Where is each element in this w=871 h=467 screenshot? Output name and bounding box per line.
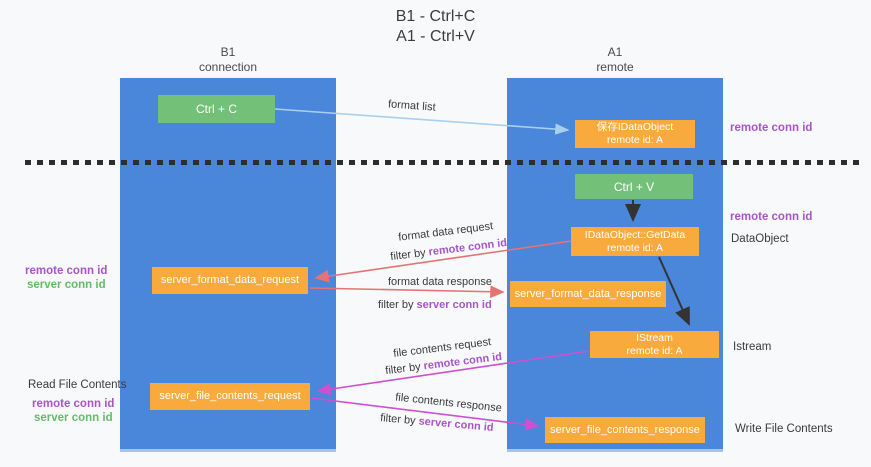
ctrl-c-box: Ctrl + C <box>158 95 275 123</box>
server-format-data-request-label: server_format_data_request <box>160 274 300 286</box>
right-column-header: A1 remote <box>507 45 723 75</box>
getdata-line1: IDataObject::GetData <box>584 228 686 241</box>
server-format-data-request-box: server_format_data_request <box>152 267 308 294</box>
istream-side-label: Istream <box>733 341 772 353</box>
format-data-response-label: format data response <box>388 276 492 288</box>
left-remote-conn-id-bottom-label: remote conn id <box>32 398 115 410</box>
read-file-contents-label: Read File Contents <box>28 379 127 391</box>
server-format-data-response-label: server_format_data_response <box>514 287 662 300</box>
remote-conn-id-text: remote conn id <box>427 236 508 259</box>
left-column-role: connection <box>198 60 258 74</box>
save-dataobject-line1: 保存IDataObject <box>596 121 674 133</box>
filter-by-text: filter by <box>384 360 425 378</box>
title-line-2: A1 - Ctrl+V <box>396 28 475 45</box>
left-remote-conn-id-top-label: remote conn id <box>25 265 108 277</box>
left-column-header: B1 connection <box>120 45 336 75</box>
server-file-contents-response-box: server_file_contents_response <box>545 417 705 443</box>
ctrl-c-label: Ctrl + C <box>195 102 237 116</box>
server-format-data-response-box: server_format_data_response <box>510 281 666 307</box>
ctrl-v-label: Ctrl + V <box>613 179 655 194</box>
write-file-contents-label: Write File Contents <box>735 423 833 435</box>
save-dataobject-box: 保存IDataObject remote id: A <box>575 120 695 148</box>
filter-by-text: filter by <box>379 412 420 428</box>
istream-box: IStream remote id: A <box>590 331 719 358</box>
diagram-title: B1 - Ctrl+C A1 - Ctrl+V <box>0 7 871 47</box>
right-remote-conn-id-top-label: remote conn id <box>730 122 813 134</box>
right-column-role: remote <box>596 60 634 74</box>
server-file-contents-request-label: server_file_contents_request <box>159 390 301 402</box>
left-server-conn-id-top-label: server conn id <box>27 279 106 291</box>
format-data-response-filter-label: filter by server conn id <box>378 299 492 311</box>
format-list-label: format list <box>387 98 437 114</box>
filter-by-text: filter by <box>378 299 417 311</box>
file-contents-response-filter-label: filter by server conn id <box>380 412 494 434</box>
dataobject-label: DataObject <box>731 233 789 245</box>
title-line-1: B1 - Ctrl+C <box>395 8 476 25</box>
server-file-contents-request-box: server_file_contents_request <box>150 383 310 410</box>
phase-divider-dashed-line <box>25 160 863 165</box>
istream-line2: remote id: A <box>626 344 683 357</box>
left-server-conn-id-bottom-label: server conn id <box>34 412 113 424</box>
server-conn-id-text: server conn id <box>416 299 492 311</box>
ctrl-v-box: Ctrl + V <box>575 174 693 199</box>
istream-line1: IStream <box>636 331 673 344</box>
right-remote-conn-id-mid-label: remote conn id <box>730 211 813 223</box>
file-contents-response-label: file contents response <box>394 391 503 415</box>
server-file-contents-response-label: server_file_contents_response <box>550 423 700 436</box>
getdata-line2: remote id: A <box>606 241 664 254</box>
filter-by-text: filter by <box>389 246 430 264</box>
left-column-name: B1 <box>220 45 236 59</box>
right-column-name: A1 <box>607 45 623 59</box>
getdata-box: IDataObject::GetData remote id: A <box>571 227 699 256</box>
save-dataobject-line2: remote id: A <box>606 134 664 146</box>
server-conn-id-text: server conn id <box>418 415 495 434</box>
format-data-response-arrow <box>309 285 505 299</box>
